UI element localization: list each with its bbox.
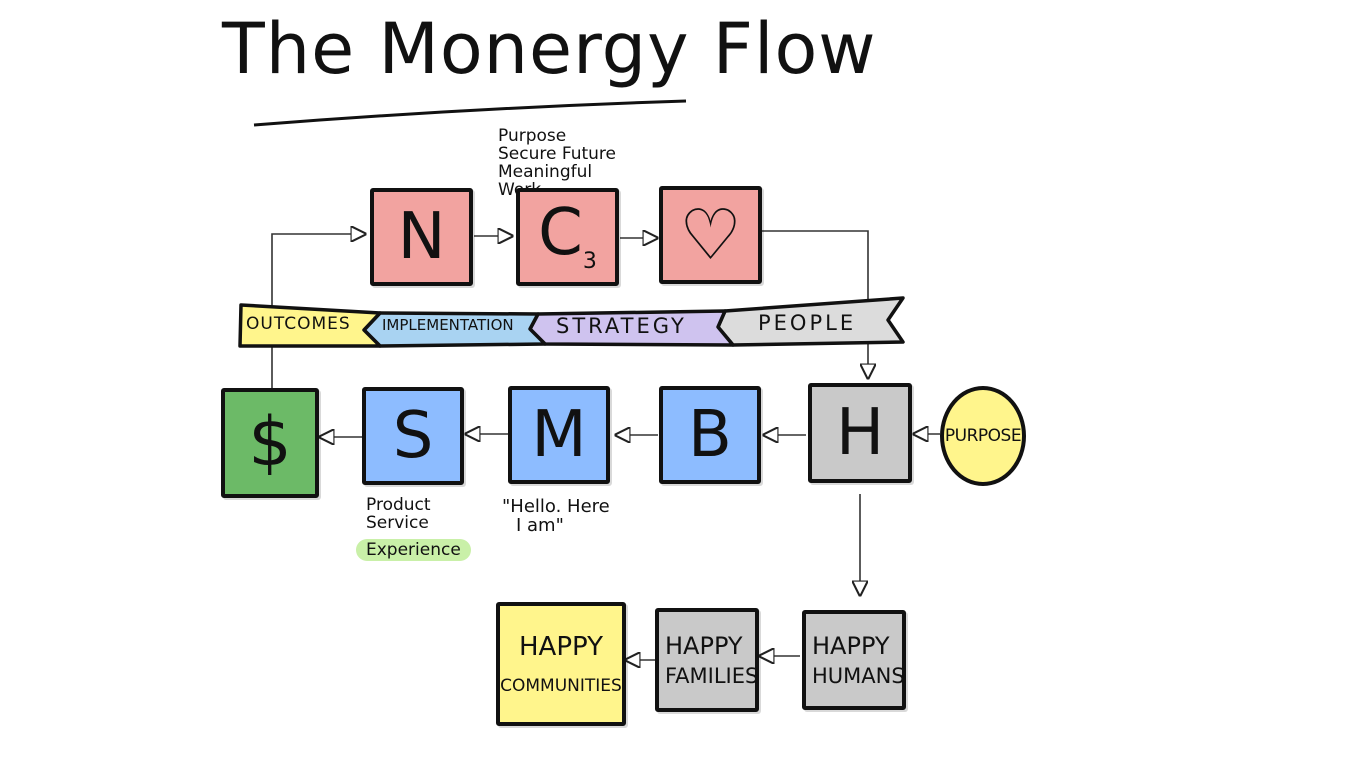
- box-dollar: $: [221, 388, 319, 498]
- box-s-label: S: [392, 399, 434, 473]
- dollar-icon: $: [248, 403, 292, 482]
- band-label-people: PEOPLE: [758, 311, 857, 335]
- humans-line: HUMANS: [812, 664, 905, 689]
- box-happy-communities: HAPPY COMMUNITIES: [496, 602, 626, 726]
- communities-line: HAPPY: [518, 631, 603, 662]
- box-m: M: [508, 386, 610, 484]
- purpose-circle-label: PURPOSE: [944, 426, 1022, 446]
- s-note-line: Service: [366, 512, 429, 533]
- box-happy-humans: HAPPY HUMANS: [802, 610, 906, 710]
- m-note: "Hello. Here I am": [502, 496, 610, 536]
- box-b-label: B: [688, 398, 732, 472]
- arrow-band: [238, 296, 905, 348]
- box-h: H: [808, 383, 912, 483]
- heart-icon: ♡: [679, 194, 742, 276]
- humans-line: HAPPY: [812, 631, 890, 660]
- band-label-implementation: IMPLEMENTATION: [382, 316, 514, 334]
- box-h-label: H: [835, 396, 885, 470]
- box-heart: ♡: [659, 186, 762, 284]
- box-n-label: N: [397, 200, 446, 274]
- purpose-circle: PURPOSE: [940, 386, 1026, 486]
- m-note-line: "Hello. Here: [502, 496, 610, 517]
- band-outcomes: [238, 303, 382, 348]
- purpose-note-line: Secure Future: [498, 143, 616, 164]
- box-c3-letter: C: [538, 196, 583, 271]
- m-note-line: I am": [516, 514, 564, 536]
- band-label-strategy: STRATEGY: [556, 314, 687, 338]
- box-c3: C3: [516, 188, 619, 286]
- box-n: N: [370, 188, 473, 286]
- purpose-note-line: Purpose: [498, 126, 567, 146]
- title-underline: [253, 99, 687, 127]
- box-c3-label: C3: [538, 201, 597, 273]
- families-line: HAPPY: [665, 631, 743, 660]
- box-m-label: M: [531, 398, 587, 472]
- box-happy-families: HAPPY FAMILIES: [655, 608, 759, 712]
- communities-line: COMMUNITIES: [500, 676, 622, 697]
- s-note: Product Service: [366, 495, 431, 533]
- band-label-outcomes: OUTCOMES: [246, 314, 351, 334]
- families-line: FAMILIES: [665, 664, 759, 689]
- box-b: B: [659, 386, 761, 484]
- diagram-title: The Monergy Flow: [222, 8, 877, 90]
- box-c3-subscript: 3: [582, 248, 597, 274]
- box-s: S: [362, 387, 464, 485]
- s-note-line: Product: [366, 495, 431, 515]
- experience-pill: Experience: [356, 539, 471, 561]
